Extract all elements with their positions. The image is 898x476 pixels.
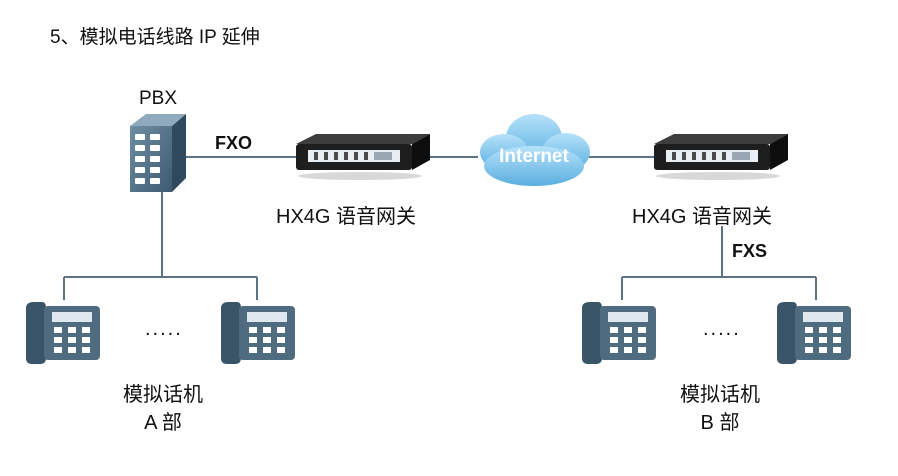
pbx-switch-icon [130,114,186,192]
right-group-label-line2: B 部 [700,412,740,434]
phone-icon [582,302,656,364]
gateway-right-label: HX4G 语音网关 [632,206,773,228]
gateway-left-device-icon [296,134,430,180]
gateway-left-label: HX4G 语音网关 [276,206,417,228]
page-title: 5、模拟电话线路 IP 延伸 [50,27,260,48]
phone-icon [777,302,851,364]
left-group-label-line1: 模拟话机 [123,384,203,406]
right-group-label-line1: 模拟话机 [680,384,760,406]
internet-cloud-icon [480,114,590,186]
phone-icon [26,302,100,364]
left-group-label-line2: A 部 [144,412,182,434]
phone-icon [221,302,295,364]
internet-label: Internet [499,146,569,167]
gateway-right-device-icon [654,134,788,180]
right-ellipsis: ..... [703,318,741,340]
fxs-label: FXS [732,241,768,261]
left-ellipsis: ..... [145,318,183,340]
fxo-label: FXO [215,133,253,153]
pbx-label: PBX [139,88,178,109]
